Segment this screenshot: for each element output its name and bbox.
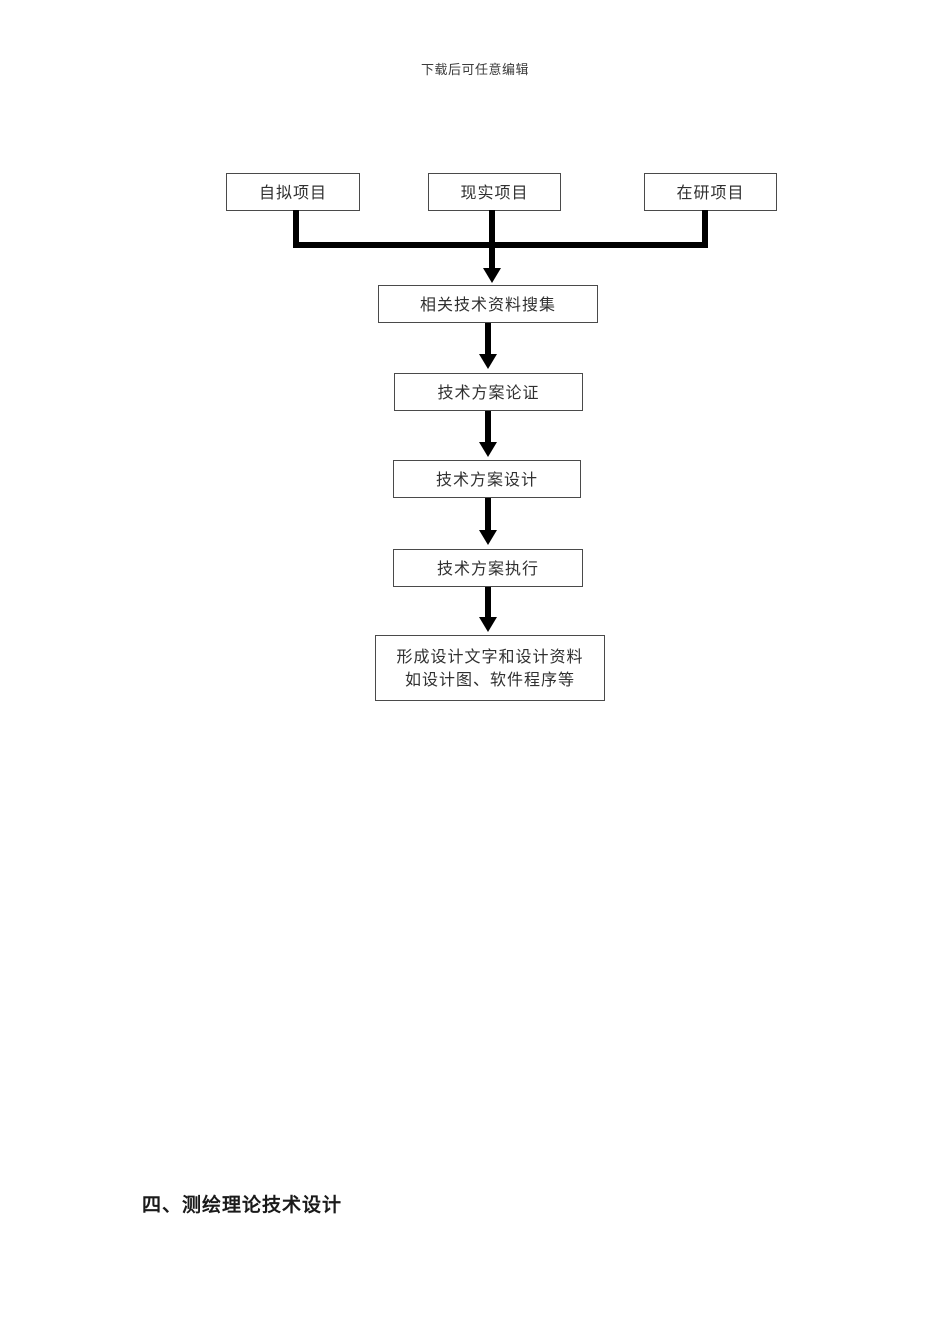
connector-stem-design-to-execute [485,498,491,532]
flowchart-diagram: 自拟项目 现实项目 在研项目 相关技术资料搜集 技术方案论证 技术方案设计 技术… [226,173,777,701]
flow-node-real-project: 现实项目 [428,173,561,211]
arrowhead-to-demonstrate-icon [479,354,497,369]
arrowhead-to-execute-icon [479,530,497,545]
connector-leg-self-proposed [293,210,299,248]
connector-leg-ongoing [702,210,708,248]
arrowhead-to-output-icon [479,617,497,632]
flow-node-ongoing-project: 在研项目 [644,173,777,211]
flow-node-technical-scheme-demonstration: 技术方案论证 [394,373,583,411]
connector-stem-demonstrate-to-design [485,411,491,443]
flow-node-collect-technical-materials: 相关技术资料搜集 [378,285,598,323]
connector-leg-real [489,210,495,248]
connector-stem-execute-to-output [485,587,491,619]
connector-stem-collect-to-demonstrate [485,323,491,355]
flow-node-design-documents-output: 形成设计文字和设计资料 如设计图、软件程序等 [375,635,605,701]
connector-merge-bus [293,242,708,248]
arrowhead-to-collect-icon [483,268,501,283]
header-note: 下载后可任意编辑 [420,63,529,78]
arrowhead-to-design-icon [479,442,497,457]
section-heading: 四、测绘理论技术设计 [142,1194,343,1216]
flow-node-self-proposed-project: 自拟项目 [226,173,360,211]
flow-node-technical-scheme-execution: 技术方案执行 [393,549,583,587]
flow-node-technical-scheme-design: 技术方案设计 [393,460,581,498]
connector-stem-to-collect [489,242,495,270]
